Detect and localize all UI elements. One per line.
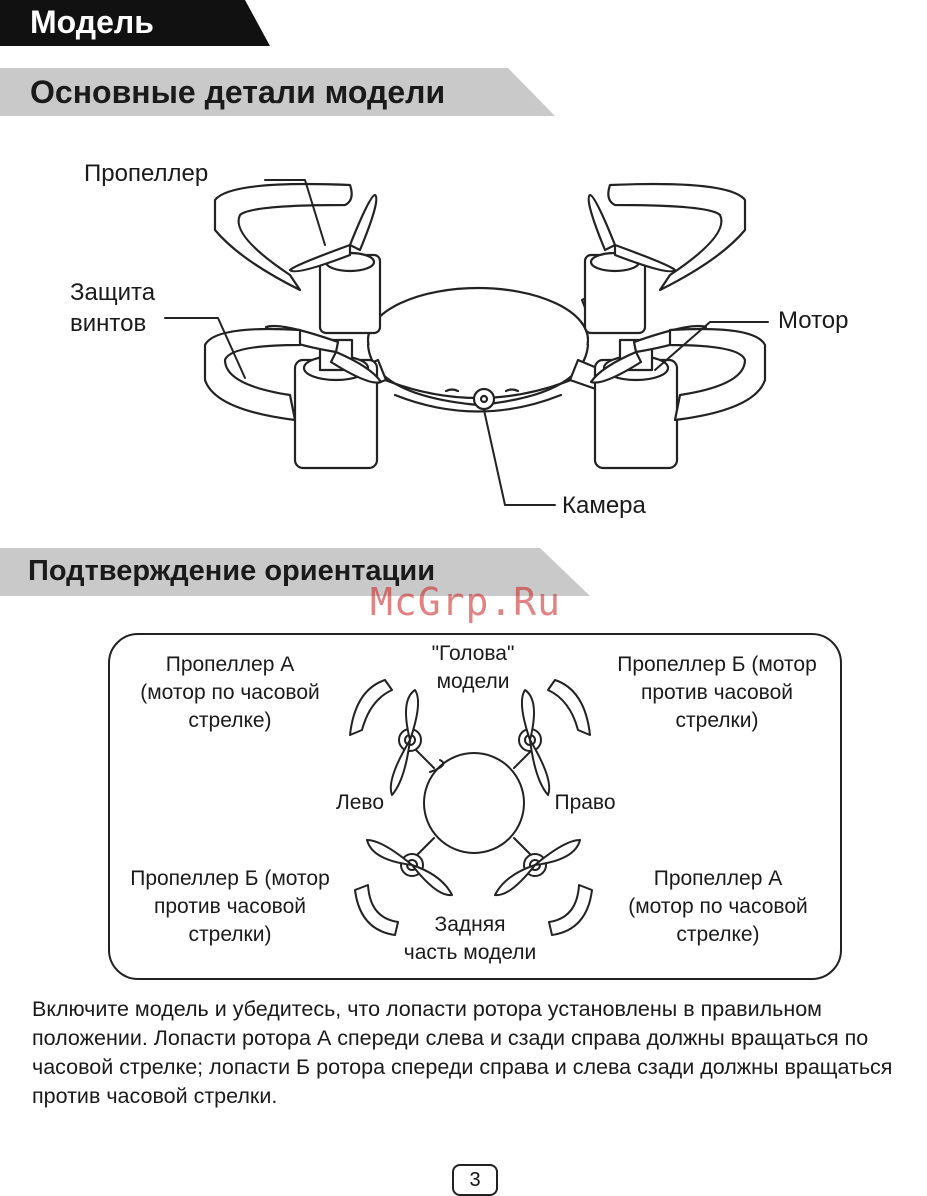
watermark: McGrp.Ru (370, 580, 562, 624)
orientation-title: Подтверждение ориентации (28, 555, 436, 587)
left-label: Лево (335, 791, 385, 814)
orientation-diagram (349, 679, 593, 936)
guard-label-line1: Защита (70, 279, 156, 306)
orientation-banner (0, 548, 590, 596)
rear-label-line1: Задняя (434, 913, 506, 936)
propeller-label: Пропеллер (84, 160, 209, 187)
page-number: 3 (452, 1164, 498, 1196)
orientation-frame (108, 633, 842, 980)
head-label-line1: "Голова" (431, 642, 515, 665)
section-title: Модель (30, 4, 154, 40)
drone-illustration (164, 179, 769, 506)
section-banner (0, 0, 270, 46)
camera-label: Камера (562, 492, 646, 519)
main-parts-banner (0, 68, 555, 116)
right-label: Право (554, 791, 616, 814)
motor-label: Мотор (778, 307, 849, 334)
instructions-text: Включите модель и убедитесь, что лопасти… (32, 997, 893, 1108)
head-label-line2: модели (436, 670, 510, 693)
guard-label-line2: винтов (70, 310, 147, 337)
rear-label-line2: часть модели (403, 941, 537, 964)
main-parts-title: Основные детали модели (30, 74, 446, 110)
